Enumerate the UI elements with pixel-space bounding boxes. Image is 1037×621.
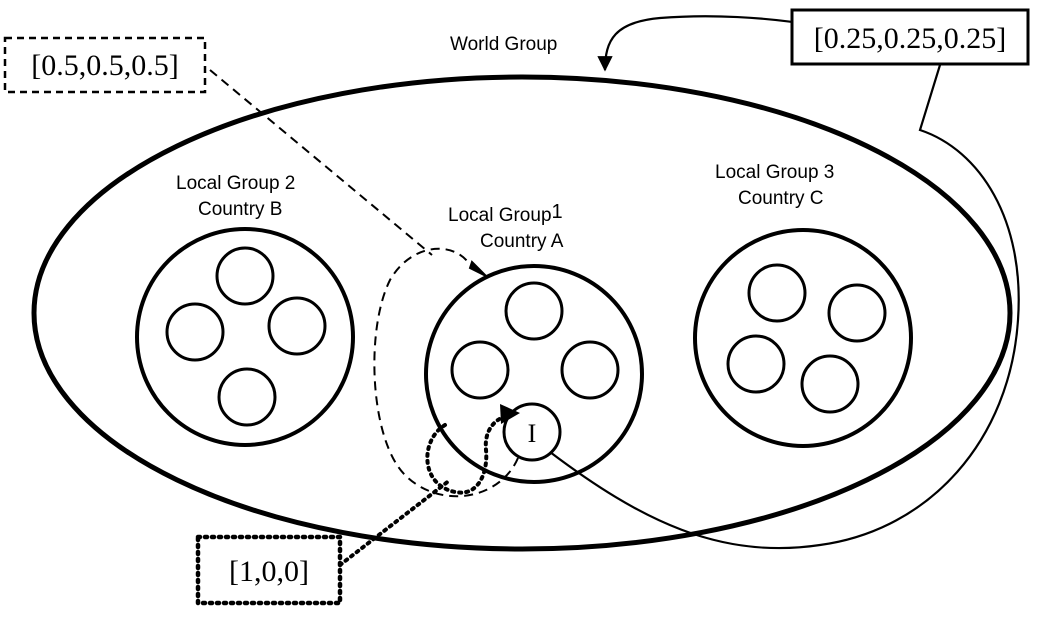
member-a1 (504, 281, 564, 341)
world-group-label: World Group (450, 34, 557, 55)
local-group-1-title-text: Local Group (448, 205, 552, 226)
local-loop-arrowhead (468, 260, 487, 277)
individual-label: I (528, 419, 537, 448)
local-group-1-circle (424, 264, 644, 484)
member-b3 (267, 296, 327, 356)
local-group-2-title: Local Group 2 (176, 173, 295, 194)
world-weight-box (790, 8, 1030, 66)
local-weight-box (3, 36, 207, 94)
member-b4 (217, 367, 277, 427)
self-feedback-loop (425, 413, 512, 495)
world-weight-label: [0.25,0.25,0.25] (814, 22, 1006, 55)
member-b2 (165, 302, 225, 362)
member-c1 (747, 263, 807, 323)
member-c2 (827, 283, 887, 343)
member-c4 (800, 354, 860, 414)
local-group-1-country: Country A (480, 231, 564, 252)
local-group-3-country: Country C (738, 188, 824, 209)
member-a2 (450, 340, 510, 400)
local-group-2-country: Country B (198, 199, 282, 220)
local-weight-label: [0.5,0.5,0.5] (31, 49, 178, 82)
local-group-3-title: Local Group 3 (715, 162, 834, 183)
self-weight-label: [1,0,0] (229, 555, 309, 588)
local-weight-connector (209, 69, 433, 256)
world-group-ellipse (31, 74, 1013, 552)
self-loop-arrowhead (500, 404, 520, 424)
self-weight-connector (338, 478, 452, 567)
local-group-3-circle (693, 228, 913, 448)
individual-circle (502, 402, 562, 462)
local-group-2-circle (135, 227, 355, 447)
local-group-1-superscript: 1 (552, 201, 563, 223)
self-weight-box (195, 534, 343, 606)
member-b1 (215, 246, 275, 306)
member-c3 (726, 334, 786, 394)
member-a3 (560, 340, 620, 400)
local-feedback-loop (373, 247, 519, 498)
local-group-1-title: Local Group1 (448, 201, 563, 226)
world-feedback-loop (549, 15, 1020, 550)
